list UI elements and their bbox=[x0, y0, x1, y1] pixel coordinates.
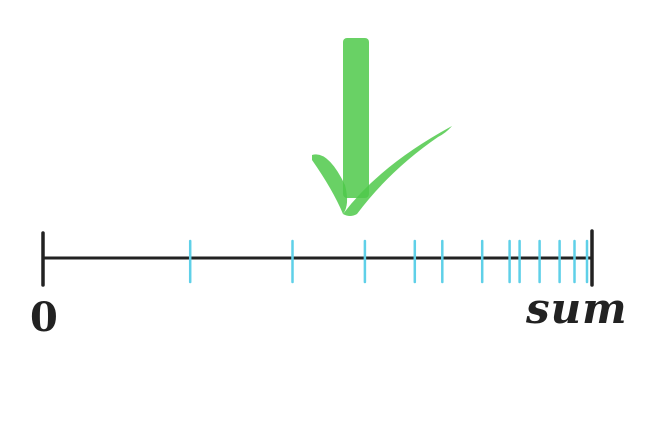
start-label: 0 bbox=[30, 294, 58, 341]
tick-group bbox=[188, 239, 589, 284]
end-label: sum bbox=[526, 284, 628, 333]
down-arrow-check-icon bbox=[312, 38, 452, 216]
